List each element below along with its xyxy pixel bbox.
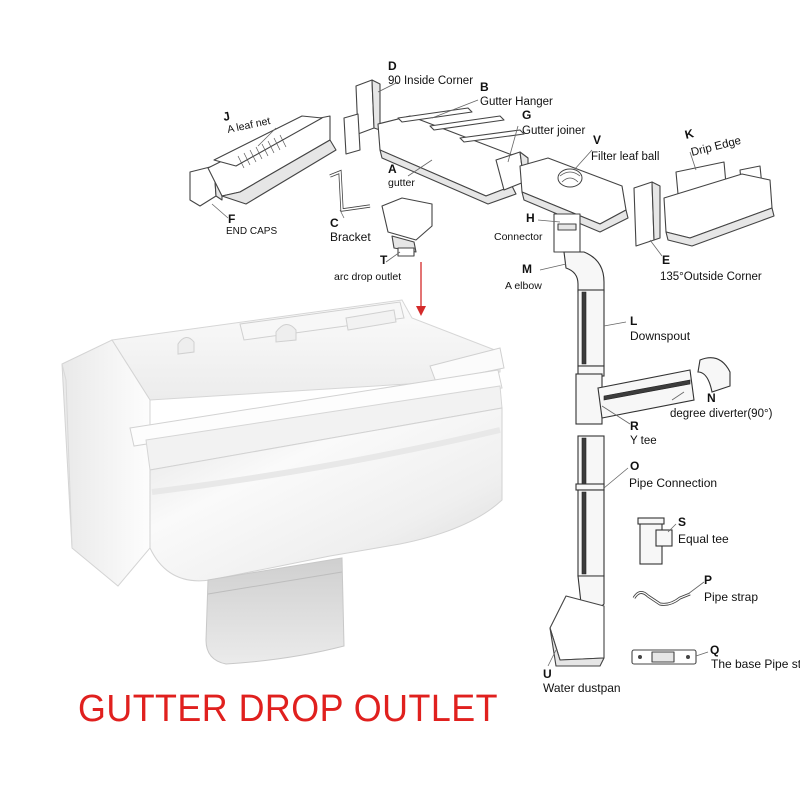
part-letter-D: D	[388, 59, 397, 73]
part-letter-P: P	[704, 573, 712, 587]
inside-corner-drawing	[343, 79, 381, 155]
part-name-F: END CAPS	[226, 226, 277, 237]
part-letter-K: K	[683, 126, 695, 142]
leaf-net-gutter-drawing	[207, 115, 337, 205]
part-name-M: A elbow	[505, 280, 542, 292]
part-letter-B: B	[480, 80, 489, 94]
part-name-L: Downspout	[630, 329, 691, 343]
equal-tee-drawing	[637, 517, 673, 565]
part-letter-S: S	[678, 515, 686, 529]
leader-lines	[211, 81, 709, 667]
part-name-O: Pipe Connection	[629, 476, 717, 490]
part-name-C: Bracket	[330, 230, 371, 244]
part-letter-N: N	[707, 391, 716, 405]
part-name-B: Gutter Hanger	[480, 96, 553, 108]
part-name-G: Gutter joiner	[522, 125, 585, 137]
outside-corner-drawing	[633, 173, 775, 247]
part-name-Q: The base Pipe strap	[711, 657, 800, 671]
part-letter-O: O	[630, 459, 639, 473]
part-name-U: Water dustpan	[543, 681, 621, 695]
part-letter-L: L	[630, 314, 637, 328]
part-letter-U: U	[543, 667, 552, 681]
part-name-H: Connector	[494, 231, 543, 243]
part-name-T: arc drop outlet	[334, 271, 401, 283]
part-name-E: 135°Outside Corner	[660, 271, 762, 283]
part-letter-C: C	[330, 216, 339, 230]
part-letter-T: T	[380, 253, 388, 267]
part-name-V: Filter leaf ball	[591, 151, 659, 163]
base-pipe-strap-drawing	[631, 649, 697, 665]
part-name-S: Equal tee	[678, 532, 729, 546]
part-name-D: 90 Inside Corner	[388, 75, 473, 87]
downspout-column-drawing	[553, 213, 605, 613]
part-letter-F: F	[228, 212, 235, 226]
water-dustpan-drawing	[549, 595, 605, 667]
arc-drop-outlet-drawing	[381, 197, 433, 257]
main-gutter-drawing	[377, 107, 525, 205]
part-letter-G: G	[522, 108, 531, 122]
part-letter-A: A	[388, 162, 397, 176]
part-name-R: Y tee	[630, 435, 657, 447]
part-name-N: degree diverter(90°)	[670, 408, 773, 420]
part-letter-E: E	[662, 253, 670, 267]
gutter-assembly-drawing	[189, 79, 775, 667]
part-letter-J: J	[222, 109, 231, 124]
part-letter-V: V	[593, 133, 601, 147]
part-letter-H: H	[526, 211, 535, 225]
pipe-strap-drawing	[632, 591, 691, 606]
drop-outlet-product-image	[61, 299, 505, 665]
part-letter-Q: Q	[710, 643, 719, 657]
part-name-K: Drip Edge	[690, 135, 743, 159]
part-name-A: gutter	[388, 177, 415, 189]
product-title: GUTTER DROP OUTLET	[78, 688, 498, 730]
diverter-drawing	[597, 357, 731, 419]
part-name-J: A leaf net	[226, 115, 271, 136]
pointer-arrow	[416, 262, 426, 316]
part-name-P: Pipe strap	[704, 590, 758, 604]
part-letter-M: M	[522, 262, 532, 276]
filter-leaf-ball-gutter-drawing	[519, 157, 629, 233]
part-letter-R: R	[630, 419, 639, 433]
bracket-drawing	[329, 169, 371, 212]
